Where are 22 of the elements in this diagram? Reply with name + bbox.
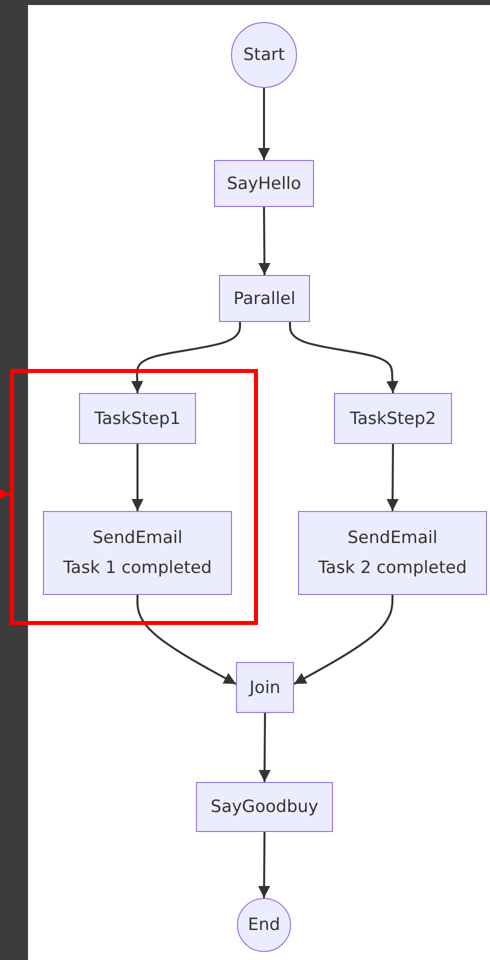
process-box: Join: [236, 662, 294, 713]
process-box: SendEmail Task 1 completed: [43, 511, 232, 595]
arrow: [258, 832, 270, 898]
arrow: [132, 444, 144, 511]
pointer-arrow: [0, 488, 10, 500]
process-box: SendEmail Task 2 completed: [298, 511, 487, 595]
process-box: SayHello: [214, 160, 314, 207]
arrow: [258, 88, 270, 160]
arrow: [258, 713, 271, 782]
arrow: [294, 594, 394, 685]
process-box: TaskStep1: [79, 393, 196, 444]
arrow: [258, 207, 270, 275]
arrow: [386, 444, 399, 511]
arrow: [131, 322, 241, 394]
arrow: [289, 322, 398, 394]
process-box: Parallel: [219, 275, 310, 322]
arrow: [136, 594, 236, 685]
terminal-circle: End: [237, 898, 291, 952]
terminal-circle: Start: [231, 22, 297, 88]
process-box: SayGoodbuy: [196, 782, 333, 832]
highlight-frame: [10, 369, 258, 625]
process-box: TaskStep2: [334, 393, 452, 444]
